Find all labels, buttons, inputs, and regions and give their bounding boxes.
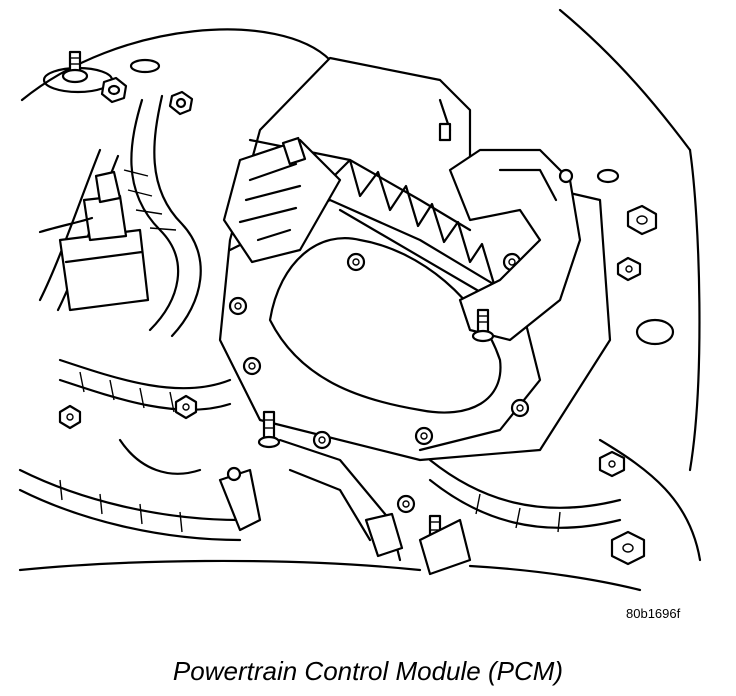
mounting-bolt <box>414 426 434 446</box>
figure-reference-code: 80b1696f <box>626 606 681 621</box>
hex-nut <box>616 256 642 282</box>
figure-caption: Powertrain Control Module (PCM) <box>172 656 564 686</box>
mounting-bolt <box>242 356 262 376</box>
sensor-connector <box>38 170 150 312</box>
mounting-bolt <box>346 252 366 272</box>
pcm-connector <box>222 136 342 264</box>
hex-nut <box>168 90 194 116</box>
mounting-bolt <box>510 398 530 418</box>
body-contour <box>18 559 642 592</box>
lower-bracket <box>218 438 404 562</box>
stud-bolt <box>471 308 495 343</box>
hex-nut <box>58 404 82 430</box>
mounting-bolt <box>312 430 332 450</box>
bolt <box>61 50 89 84</box>
hex-nut <box>610 530 646 566</box>
hex-nut <box>100 76 128 104</box>
hex-nut <box>598 450 626 478</box>
hex-nut <box>174 394 198 420</box>
hex-nut <box>626 204 658 236</box>
mounting-bolt <box>228 296 248 316</box>
pcm-module <box>218 56 612 462</box>
mounting-bracket <box>438 98 582 342</box>
stud-bolt <box>257 410 281 449</box>
mounting-bolt <box>396 494 416 514</box>
stud-bolt <box>418 514 472 576</box>
